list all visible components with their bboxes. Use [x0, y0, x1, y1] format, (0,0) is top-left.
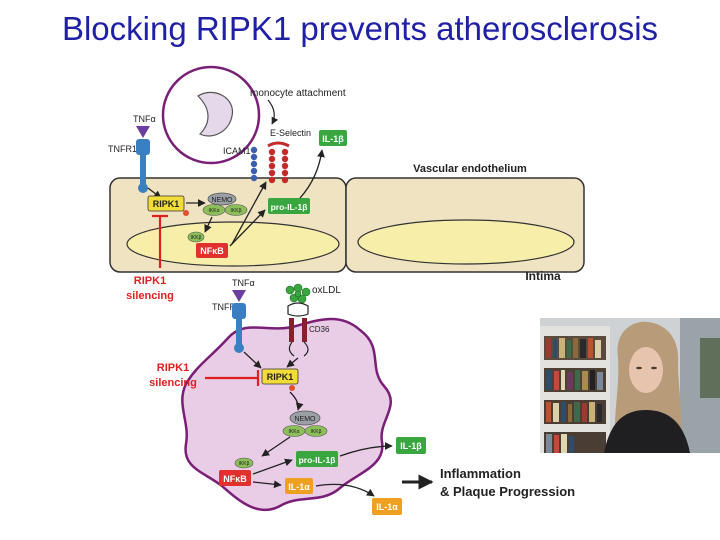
presenter-face: [629, 347, 663, 393]
ripk1-label-top: RIPK1: [153, 199, 180, 209]
nemo-bottom: [289, 410, 321, 426]
ikka-label-bottom: IKKα: [289, 429, 300, 435]
presenter-video: [540, 318, 720, 453]
tnfr1-label-bottom: TNFR1: [212, 302, 241, 312]
pro-il1b-box-top: [268, 198, 310, 214]
icam1-molecule: [250, 146, 258, 182]
top-panel: monocyte attachment TNFα TNFR1 ICAM1 E-S…: [108, 65, 585, 302]
nucleus-right: [357, 219, 575, 265]
tnfr1-domain-top: [138, 183, 148, 193]
silencing-top-line2: silencing: [126, 290, 174, 302]
presenter-video-frame: [540, 318, 720, 453]
il1a-label-outer: IL-1α: [376, 502, 398, 512]
e-selectin-molecule: [267, 141, 290, 184]
ikkb-small-bottom: [234, 457, 254, 469]
tnfr1-receptor-bottom: [232, 303, 246, 319]
ikkb-label-bottom: IKKβ: [311, 429, 322, 435]
bottom-panel: TNFα TNFR1 oxLDL CD36 RIPK1 RIPK1 silenc…: [149, 278, 575, 515]
tnfr1-stalk-top: [140, 155, 146, 185]
silencing-top-line1: RIPK1: [134, 275, 166, 287]
arrow-il1a-to-outer: [315, 483, 375, 497]
arrow-pro-il1b-to-il1b-bottom: [339, 442, 393, 457]
nemo-label-top: NEMO: [212, 197, 234, 204]
nemo-top: [207, 192, 237, 206]
intima-label: Intima: [525, 269, 561, 283]
arrow-nfkb-to-pro-il1b: [229, 209, 266, 247]
books: [544, 336, 606, 453]
arrow-cd36-to-ripk1: [286, 357, 299, 368]
cd36-tail: [288, 341, 309, 357]
ripk1-ub-top: [183, 210, 189, 216]
ripk1-ub-bottom: [289, 385, 295, 391]
icam1-label: ICAM1: [223, 146, 251, 156]
pro-il1b-label-top: pro-IL-1β: [271, 202, 308, 212]
presenter-eye-right: [651, 366, 657, 370]
il1a-box-outer: [372, 498, 402, 515]
nucleus-left: [126, 221, 340, 267]
vascular-endothelium-label: Vascular endothelium: [413, 163, 527, 175]
plant: [700, 338, 720, 398]
tnfa-label-bottom: TNFα: [232, 278, 255, 288]
macrophage-cell: [181, 317, 392, 512]
il1a-label-inner: IL-1α: [288, 482, 310, 492]
il1b-label-top: IL-1β: [322, 134, 344, 144]
ikkb-label-top: IKKβ: [231, 208, 242, 214]
silencing-bottom-line2: silencing: [149, 377, 197, 389]
outcome-line1: Inflammation: [440, 466, 521, 481]
arrow-ikk-to-nfkb-bottom: [261, 436, 291, 457]
ikkb-bottom: [304, 425, 328, 437]
silencing-bottom-line1: RIPK1: [157, 362, 189, 374]
nfkb-label-top: NFκB: [200, 246, 224, 256]
monocyte-attachment-arrow: [267, 99, 279, 125]
e-selectin-label: E-Selectin: [270, 128, 311, 138]
ikka-label-top: IKKα: [209, 208, 220, 214]
arrow-nfkb-to-il1a: [252, 480, 282, 489]
presenter-eyes: [636, 366, 642, 370]
il1b-box-bottom: [396, 437, 426, 454]
presenter-body: [604, 410, 690, 453]
arrow-nfkb-to-adhesion: [231, 181, 267, 245]
cd36-leg-left: [289, 318, 294, 342]
cd36-receptor: [287, 302, 309, 317]
il1a-box-inner: [285, 478, 313, 494]
nfkb-box-top: [196, 243, 228, 258]
monocyte-attachment-label: monocyte attachment: [250, 88, 346, 99]
monocyte-nucleus: [197, 91, 233, 137]
cd36-label: CD36: [309, 325, 330, 334]
ikkb2-label-top: IKKβ: [191, 235, 202, 241]
ripk1-box-top: [147, 195, 185, 212]
tnfr1-domain-bottom: [234, 343, 244, 353]
ikkb-small-top: [187, 231, 205, 243]
ripk1-label-bottom: RIPK1: [267, 372, 294, 382]
arrow-nfkb-to-pro-il1b-bottom: [252, 458, 293, 475]
oxldl-particle: [285, 283, 311, 304]
il1b-label-bottom: IL-1β: [400, 441, 422, 451]
tnfa-label-top: TNFα: [133, 114, 156, 124]
tnfr1-receptor-top: [136, 139, 150, 155]
tnfa-ligand-bottom: [232, 290, 246, 302]
cd36-leg-right: [302, 318, 307, 342]
tnfa-ligand-top: [136, 126, 150, 138]
tnfr1-label-top: TNFR1: [108, 144, 137, 154]
nfkb-label-bottom: NFκB: [223, 474, 247, 484]
ikkb-top: [224, 204, 248, 216]
outcome-line2: & Plaque Progression: [440, 484, 575, 499]
arrow-tnfr1-to-ripk1-bottom: [243, 351, 262, 369]
tnfr1-stalk-bottom: [236, 319, 242, 345]
arrow-ikk-to-nfkb-top: [204, 216, 213, 233]
il1b-box-top: [319, 130, 347, 146]
ripk1-box-bottom: [261, 368, 299, 385]
oxldl-label: oxLDL: [312, 285, 341, 296]
arrow-pro-il1b-to-il1b: [299, 149, 325, 199]
ikkb2-label-bottom: IKKβ: [239, 461, 250, 467]
slide-title: Blocking RIPK1 prevents atherosclerosis: [61, 10, 659, 47]
arrow-ripk1-to-nemo-bottom: [289, 391, 304, 411]
pro-il1b-label-bottom: pro-IL-1β: [299, 455, 336, 465]
pro-il1b-box-bottom: [296, 451, 338, 467]
nemo-label-bottom: NEMO: [295, 416, 317, 423]
nfkb-box-bottom: [219, 470, 251, 486]
